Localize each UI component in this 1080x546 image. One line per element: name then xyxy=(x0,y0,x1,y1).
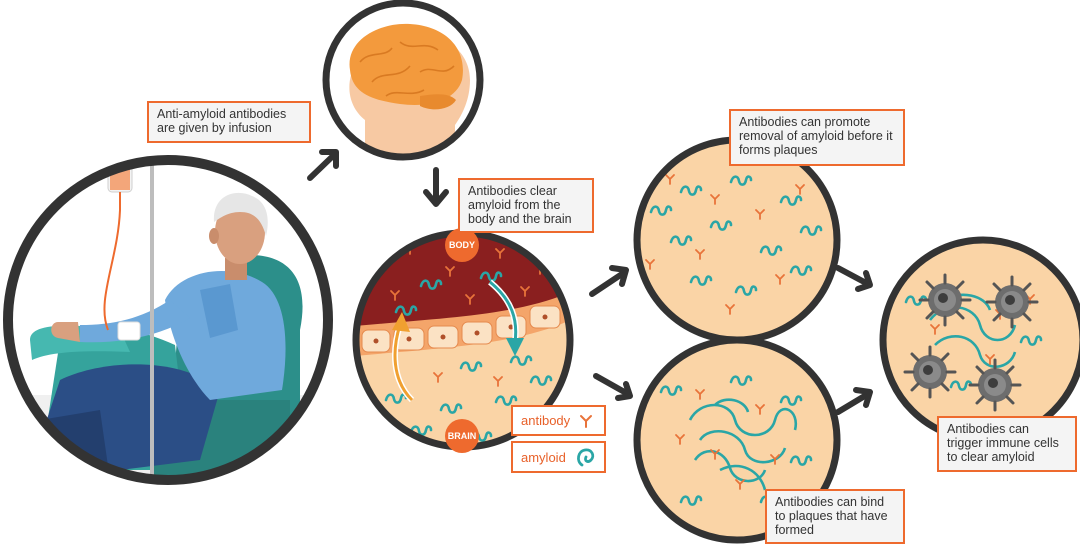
legend-antibody-label: antibody xyxy=(521,413,571,428)
body-badge: BODY xyxy=(445,228,479,262)
callout-trigger: Antibodies can trigger immune cells to c… xyxy=(937,416,1077,472)
immune-clearance-illustration xyxy=(879,236,1080,444)
callout-bind: Antibodies can bind to plaques that have… xyxy=(765,489,905,544)
arrow-to-plaques xyxy=(593,373,633,401)
callout-infusion: Anti-amyloid antibodies are given by inf… xyxy=(147,101,311,143)
arrow-to-brain xyxy=(307,149,339,181)
head-brain-illustration xyxy=(322,0,484,161)
patient-infusion-illustration xyxy=(3,155,333,485)
blood-brain-barrier-illustration: BODY BRAIN xyxy=(352,228,574,453)
brain-badge-label: BRAIN xyxy=(448,431,477,441)
legend-amyloid: amyloid xyxy=(511,441,606,473)
amyloid-icon xyxy=(576,448,594,467)
brain-badge: BRAIN xyxy=(445,419,479,453)
amyloid-removal-illustration xyxy=(633,136,841,344)
callout-promote: Antibodies can promote removal of amyloi… xyxy=(729,109,905,166)
body-badge-label: BODY xyxy=(449,240,475,250)
arrow-removal-to-immune xyxy=(835,265,873,292)
arrow-plaques-to-immune xyxy=(835,387,873,415)
antibody-icon xyxy=(580,414,593,428)
legend-amyloid-label: amyloid xyxy=(521,449,566,465)
arrow-to-removal xyxy=(589,265,629,297)
legend-antibody: antibody xyxy=(511,405,606,436)
arrow-to-barrier xyxy=(423,167,449,207)
callout-clear: Antibodies clear amyloid from the body a… xyxy=(458,178,594,233)
